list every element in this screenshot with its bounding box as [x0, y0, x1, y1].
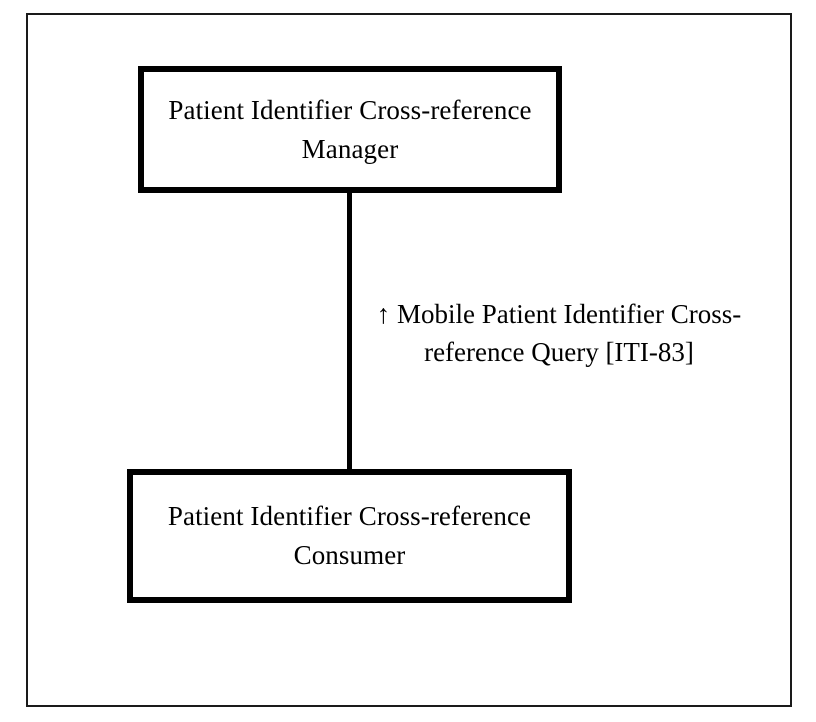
actor-box-patient-identifier-cross-reference-manager[interactable]: Patient Identifier Cross-reference Manag… [138, 66, 562, 193]
actor-box-patient-identifier-cross-reference-consumer[interactable]: Patient Identifier Cross-reference Consu… [127, 469, 572, 603]
actor-label-manager: Patient Identifier Cross-reference Manag… [168, 94, 532, 164]
diagram-frame: Patient Identifier Cross-reference Manag… [26, 13, 792, 707]
transaction-connector-line [347, 190, 352, 472]
actor-label-consumer: Patient Identifier Cross-reference Consu… [167, 501, 532, 570]
transaction-label-iti-83: ↑ Mobile Patient Identifier Cross-refere… [376, 299, 742, 367]
